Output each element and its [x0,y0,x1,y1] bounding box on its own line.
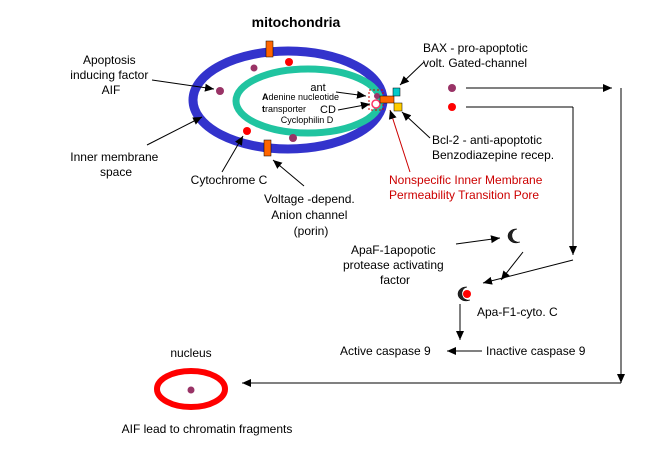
bax-channel [392,87,401,97]
released-aif-dot [448,84,456,92]
aif-pointer [151,79,215,92]
cytochrome-c-dot [285,58,293,66]
vdac-channel-bottom [263,139,272,157]
ant-arrow [335,90,367,99]
vdac-line: Voltage -depend. [264,192,355,206]
aif-label-line: inducing factor [70,68,148,82]
ant-fullname-line1: Adenine nucleotide [262,92,339,102]
apaf1-to-complex [500,251,524,281]
aif-label-line: AIF [102,83,121,97]
vdac-pointer [272,159,305,187]
apaf1-pointer [455,235,501,245]
bax-pointer [399,61,425,86]
ant-dot [374,93,380,99]
aif-lead-label: AIF lead to chromatin fragments [122,422,293,436]
mptp-line: Permeability Transition Pore [389,188,539,202]
apaf1-label: ApaF-1apopotic protease activating facto… [343,243,447,287]
mitochondrion [188,40,403,157]
mptp-pointer [388,109,411,173]
apaf1-line: protease activating [343,258,444,272]
nucleus-aif-dot [187,386,195,394]
cytochrome-c-dot [243,127,251,135]
cytochrome-pointer [221,135,244,173]
inner-space-label: Inner membrane space [70,150,161,179]
bcl2-line: Bcl-2 - anti-apoptotic [432,133,542,147]
apaf1-shape [507,228,521,244]
ant-rest-2: ransporter [265,104,306,114]
cytochrome-label: Cytochrome C [191,173,268,187]
active-caspase-label: Active caspase 9 [340,344,431,358]
bax-label: BAX - pro-apoptotic volt. Gated-channel [423,41,531,70]
ant-bold-letter-2: t [262,104,265,114]
apaf1-line: ApaF-1apopotic [351,243,436,257]
bcl2-label: Bcl-2 - anti-apoptotic Benzodiazepine re… [432,133,554,162]
cd-label: CD [320,104,336,116]
apaf1-line: factor [380,273,410,287]
cyclophilin-label: Cyclophilin D [281,115,334,125]
ant-fullname-line2: transporter [262,104,306,114]
aif-dot [216,87,224,95]
nucleus-label: nucleus [170,346,211,360]
cd-dot [371,99,381,109]
diagram-title: mitochondria [252,14,341,30]
bcl2-pointer [401,111,431,139]
nucleus [154,368,228,410]
aif-dot [250,64,258,72]
ant-bold-letter-1: A [262,92,269,102]
ant-rest-1: denine nucleotide [269,92,340,102]
ant-label: ant [310,82,325,94]
released-cytochrome-dot [448,103,456,111]
mptp-line: Nonspecific Inner Membrane [389,173,543,187]
inner-space-pointer [146,116,203,146]
bcl2-line: Benzodiazepine recep. [432,148,554,162]
inner-space-line: Inner membrane [70,150,158,164]
mptp-label: Nonspecific Inner Membrane Permeability … [389,173,546,202]
cd-arrow [337,101,371,111]
bax-line: BAX - pro-apoptotic [423,41,528,55]
inner-space-line: space [100,165,132,179]
aif-dot [289,134,297,142]
vdac-line: (porin) [294,224,329,238]
apaf-cyto-label: Apa-F1-cyto. C [477,305,558,319]
apaf-cyto-complex-dot [463,290,471,298]
bax-line: volt. Gated-channel [423,56,527,70]
bcl2-receptor [393,102,403,112]
vdac-line: Anion channel [271,208,347,222]
vdac-channel-top [265,40,274,58]
aif-label: Apoptosis inducing factor AIF [70,53,151,97]
apaf-cyto-complex-shape [457,286,471,302]
inactive-caspase-label: Inactive caspase 9 [486,344,586,358]
vdac-label: Voltage -depend. Anion channel (porin) [264,192,358,238]
cyto-to-complex [482,259,574,285]
aif-label-line: Apoptosis [83,53,136,67]
pore-channel [379,95,395,104]
